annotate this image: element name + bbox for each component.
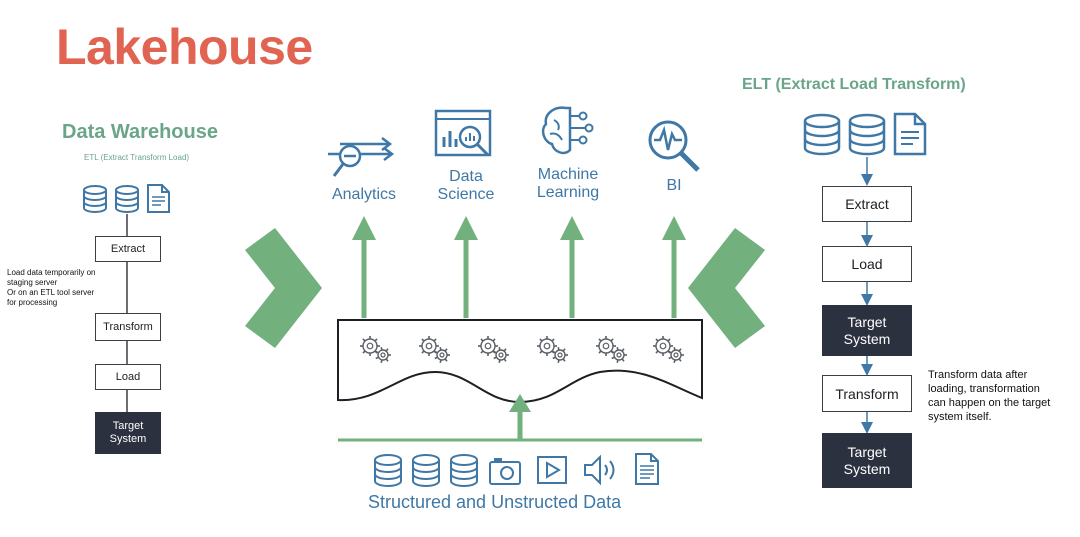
machine-learning-icon <box>541 106 594 155</box>
sources-label: Structured and Unstructed Data <box>368 492 622 512</box>
document-icon <box>147 184 170 213</box>
lakehouse-storage <box>337 319 703 404</box>
elt-extract-box: Extract <box>822 186 912 222</box>
chevron-left-icon <box>688 228 765 348</box>
elt-title: ELT (Extract Load Transform) <box>742 76 966 93</box>
elt-note-line: can happen on the target <box>928 397 1051 409</box>
gear-icon <box>653 336 684 363</box>
database-icon <box>803 113 841 156</box>
source-arrow-shaft <box>517 410 523 440</box>
elt-load-box: Load <box>822 246 912 282</box>
document-icon <box>635 453 659 485</box>
source-arrow-head <box>509 394 531 412</box>
chevron-right-icon <box>245 228 322 348</box>
dw-extract-box: Extract <box>95 236 161 262</box>
up-arrows <box>352 216 686 318</box>
elt-note-line: Transform data after <box>928 369 1028 381</box>
gear-icon <box>478 336 509 363</box>
dw-note-line: Or on an ETL tool server <box>7 288 95 297</box>
elt-target-system-2: Target System <box>822 433 912 488</box>
elt-note-line: loading, transformation <box>928 383 1040 395</box>
gear-icon <box>596 336 627 363</box>
elt-target-system-1: Target System <box>822 305 912 356</box>
gear-icon <box>360 336 391 363</box>
bi-icon <box>648 120 700 172</box>
database-icon <box>115 185 139 213</box>
data-warehouse-title: Data Warehouse <box>62 121 218 143</box>
data-science-icon <box>434 109 492 157</box>
database-icon <box>450 454 478 487</box>
gear-icon <box>537 336 568 363</box>
page-title: Lakehouse <box>56 19 313 75</box>
dw-note: Load data temporarily on staging server … <box>7 268 96 308</box>
dw-load-box: Load <box>95 364 161 390</box>
database-icon <box>83 185 107 213</box>
database-icon <box>374 454 402 487</box>
data-warehouse-subtitle: ETL (Extract Transform Load) <box>84 153 190 162</box>
analytics-label: Analytics <box>331 186 397 203</box>
dw-target-system: Target System <box>95 412 161 454</box>
audio-icon <box>584 454 615 486</box>
camera-icon <box>489 458 521 485</box>
database-icon <box>412 454 440 487</box>
video-icon <box>537 456 567 484</box>
analytics-icon <box>328 137 395 177</box>
database-icon <box>848 113 886 156</box>
dw-note-line: staging server <box>7 278 58 287</box>
document-icon <box>893 112 927 156</box>
elt-note-line: system itself. <box>928 411 992 423</box>
elt-note: Transform data after loading, transforma… <box>928 368 1050 424</box>
gear-icon <box>419 336 450 363</box>
dw-note-line: for processing <box>7 298 58 307</box>
dw-note-line: Load data temporarily on <box>7 268 96 277</box>
dw-transform-box: Transform <box>95 313 161 341</box>
bi-label: BI <box>666 177 682 194</box>
elt-transform-box: Transform <box>822 375 912 412</box>
